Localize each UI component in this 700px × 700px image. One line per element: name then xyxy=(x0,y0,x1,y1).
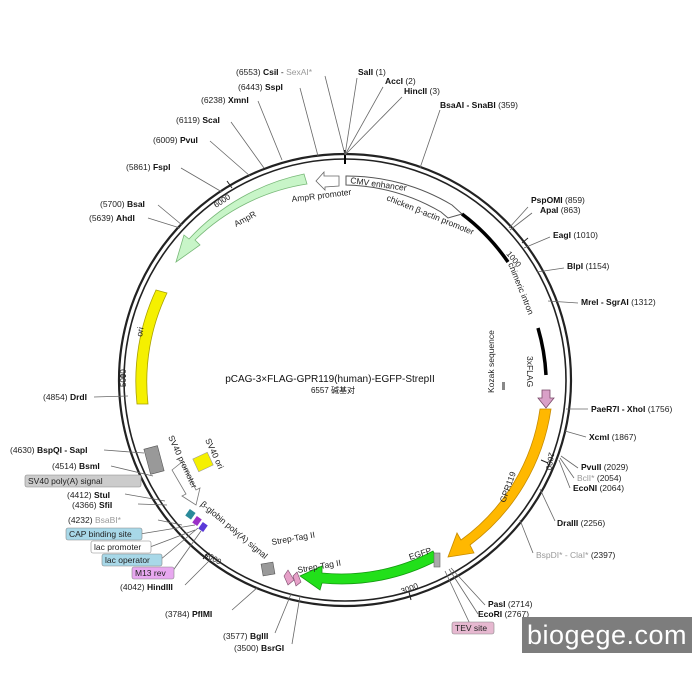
egfp-feature xyxy=(299,550,439,591)
site-leaders xyxy=(93,75,588,645)
ampr-promoter-arrow xyxy=(315,170,340,191)
site-hindiii: (4042) HindIII xyxy=(120,582,173,592)
site-draiii: DraIII (2256) xyxy=(557,518,605,528)
site-bspdi-clai: BspDI* - ClaI* (2397) xyxy=(536,550,616,560)
site-pvuii: PvuII (2029) xyxy=(581,462,628,472)
site-bsaai-snabi: BsaAI - SnaBI (359) xyxy=(440,100,518,110)
kozak-label: Kozak sequence xyxy=(486,330,496,393)
site-fspi: (5861) FspI xyxy=(126,162,170,172)
site-xmni: (6238) XmnI xyxy=(201,95,249,105)
site-pflmi: (3784) PflMI xyxy=(165,609,212,619)
flag-label: 3xFLAG xyxy=(525,356,535,387)
site-pasi: PasI (2714) xyxy=(488,599,533,609)
site-stui: (4412) StuI xyxy=(67,490,110,500)
tick-5000: 5000 xyxy=(119,369,128,387)
svg-text:lac promoter: lac promoter xyxy=(94,542,141,552)
svg-text:M13 rev: M13 rev xyxy=(135,568,166,578)
kozak-marker xyxy=(502,382,505,390)
tag-m13-rev: M13 rev xyxy=(131,566,175,580)
tick-2000: 2000 xyxy=(544,452,556,472)
cap-marker xyxy=(185,509,196,520)
site-bsai: (5700) BsaI xyxy=(100,199,145,209)
svg-text:CAP binding site: CAP binding site xyxy=(69,529,132,539)
sv40-ori-feature xyxy=(192,451,214,473)
strep-tag-feature-1 xyxy=(283,569,295,586)
m13-marker xyxy=(198,522,208,532)
sv40-promoter-feature xyxy=(171,461,201,506)
gpr119-feature xyxy=(447,408,552,558)
tag-sv40-poly-a: SV40 poly(A) signal xyxy=(24,474,142,488)
site-bcli: BclI* (2054) xyxy=(577,473,622,483)
site-blpi: BlpI (1154) xyxy=(567,261,610,271)
site-csii-sexai: (6553) CsiI - SexAI* xyxy=(236,67,313,77)
strep-tag-feature-2 xyxy=(292,571,302,587)
flag-feature xyxy=(537,389,555,409)
cmv-enhancer-label: CMV enhancer xyxy=(350,175,408,193)
site-sali: SalI (1) xyxy=(358,67,386,77)
site-scai: (6119) ScaI xyxy=(176,115,220,125)
ampr-label: AmpR xyxy=(232,209,258,229)
site-hincii: HincII (3) xyxy=(404,86,440,96)
site-bsabi: (4232) BsaBI* xyxy=(68,515,122,525)
tag-lac-promoter: lac promoter xyxy=(90,540,152,554)
site-eagi: EagI (1010) xyxy=(553,230,598,240)
site-econi: EcoNI (2064) xyxy=(573,483,624,493)
chimeric-intron-arc xyxy=(536,327,548,376)
site-paer7i-xhoi: PaeR7I - XhoI (1756) xyxy=(591,404,672,414)
svg-text:TEV site: TEV site xyxy=(455,623,487,633)
bglobin-feature xyxy=(260,561,276,577)
site-bglii: (3577) BglII xyxy=(223,631,268,641)
site-bsrgi: (3500) BsrGI xyxy=(234,643,284,653)
tag-lac-operator: lac operator xyxy=(101,553,163,567)
site-sfii: (4366) SfiI xyxy=(72,500,112,510)
strep-tag-label-1: Strep-Tag II xyxy=(271,529,316,546)
chimeric-intron-label: chimeric intron xyxy=(506,261,536,316)
svg-text:lac operator: lac operator xyxy=(105,555,150,565)
site-drdi: (4854) DrdI xyxy=(43,392,87,402)
site-ahdi: (5639) AhdI xyxy=(89,213,135,223)
tag-tev-site: TEV site xyxy=(451,621,495,635)
watermark: biogege.com xyxy=(522,617,692,653)
ampr-feature xyxy=(175,173,308,263)
tev-feature xyxy=(433,552,441,568)
site-xcmi: XcmI (1867) xyxy=(589,432,636,442)
plasmid-length: 6557 碱基对 xyxy=(311,385,355,395)
site-bsmi: (4514) BsmI xyxy=(52,461,100,471)
site-pvui: (6009) PvuI xyxy=(153,135,198,145)
site-ecori: EcoRI (2767) xyxy=(478,609,529,619)
site-mrei-sgrai: MreI - SgrAI (1312) xyxy=(581,297,656,307)
ampr-promoter-label: AmpR promoter xyxy=(291,187,352,204)
site-acci: AccI (2) xyxy=(385,76,416,86)
svg-text:SV40 poly(A) signal: SV40 poly(A) signal xyxy=(28,476,103,486)
ori-feature xyxy=(135,289,168,405)
site-bspqi-sapi: (4630) BspQI - SapI xyxy=(10,445,88,455)
site-pspomi: PspOMI (859) xyxy=(531,195,585,205)
site-apai: ApaI (863) xyxy=(540,205,581,215)
lac-operator-marker xyxy=(192,516,202,526)
ori-label: ori xyxy=(134,326,146,337)
sv40-pa-feature xyxy=(143,445,165,475)
cba-promoter-arc xyxy=(460,212,510,263)
site-sspi: (6443) SspI xyxy=(238,82,283,92)
plasmid-name: pCAG-3×FLAG-GPR119(human)-EGFP-StrepII xyxy=(225,374,435,385)
tag-cap-binding-site: CAP binding site xyxy=(65,527,143,541)
